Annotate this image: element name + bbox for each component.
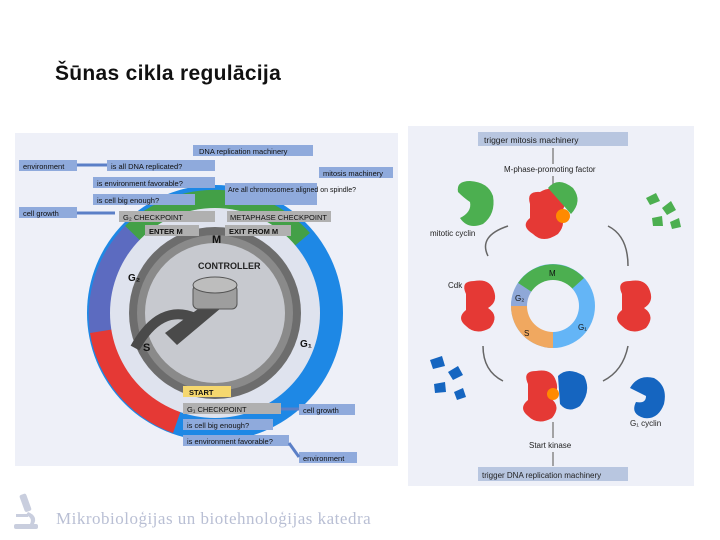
wheel-g1-label: G₁ [578,323,587,332]
enter-m-label: ENTER M [149,227,183,236]
degraded-g1-cyclin-fragments [430,356,466,400]
cell-growth-bottom-label: cell growth [303,406,339,415]
trigger-mitosis-label: trigger mitosis machinery [484,135,579,145]
phase-s-label: S [143,342,150,354]
mpf-label: M-phase-promoting factor [504,165,596,174]
central-cycle-wheel: M G₂ S G₁ [511,264,595,348]
environment-top-label: environment [23,162,65,171]
slide-title: Šūnas cikla regulācija [55,62,282,85]
cdk-right-shape [617,280,652,332]
wheel-m-label: M [549,269,556,278]
wheel-g2-label: G₂ [515,294,524,303]
cell-growth-top-label: cell growth [23,209,59,218]
wheel-s-label: S [524,329,529,338]
microscope-icon [14,493,38,529]
mitotic-cyclin-label: mitotic cyclin [430,229,475,238]
g1-inputs: START G₁ CHECKPOINT is cell big enough? … [183,386,357,463]
phase-m-label: M [212,234,221,246]
g1-cyclin-shape [630,377,665,419]
g1-checkpoint-label: G₁ CHECKPOINT [187,405,247,414]
controller-knob [130,276,238,351]
cdk-label: Cdk [448,281,463,290]
mitosis-machinery-label: mitosis machinery [323,169,383,178]
controller-label: CONTROLLER [198,261,261,271]
footer-text: Mikrobioloģijas un biotehnoloģijas kated… [56,509,372,528]
env-favorable-top-label: is environment favorable? [97,179,183,188]
control-system-svg: CONTROLLER M G₂ S G₁ environment is all … [19,145,393,463]
mpf-complex [525,182,578,239]
mitotic-cyclin-shape [457,181,494,226]
phase-g2-label: G₂ [128,273,140,284]
dna-machinery-label: DNA replication machinery [199,147,288,156]
cdk-left-shape [461,280,496,332]
environment-bottom-label: environment [303,454,345,463]
start-kinase-complex [523,370,588,422]
cell-cycle-control-diagram: CONTROLLER M G₂ S G₁ environment is all … [15,133,398,466]
cell-big-top-label: is cell big enough? [97,196,159,205]
dna-replicated-label: is all DNA replicated? [111,162,182,171]
metaphase-inputs: DNA replication machinery mitosis machin… [145,145,393,236]
chromosomes-aligned-label: Are all chromosomes aligned on spindle? [228,187,356,194]
cyclin-cdk-diagram: trigger mitosis machinery M-phase-promot… [408,126,694,486]
trigger-dna-label: trigger DNA replication machinery [482,471,601,480]
g1-cyclin-label: G₁ cyclin [630,419,661,428]
metaphase-checkpoint-label: METAPHASE CHECKPOINT [230,213,327,222]
g2-checkpoint-label: G₂ CHECKPOINT [123,213,183,222]
g2-inputs: environment is all DNA replicated? is en… [19,160,215,222]
start-label: START [189,388,214,397]
phase-g1-label: G₁ [300,339,312,350]
footer: Mikrobioloģijas un biotehnoloģijas kated… [8,492,408,536]
degraded-cyclin-fragments [646,193,681,229]
env-favorable-bottom-label: is environment favorable? [187,437,273,446]
start-kinase-label: Start kinase [529,441,572,450]
exit-m-label: EXIT FROM M [229,227,278,236]
cyclin-cdk-svg: trigger mitosis machinery M-phase-promot… [430,132,681,481]
cell-big-bottom-label: is cell big enough? [187,421,249,430]
